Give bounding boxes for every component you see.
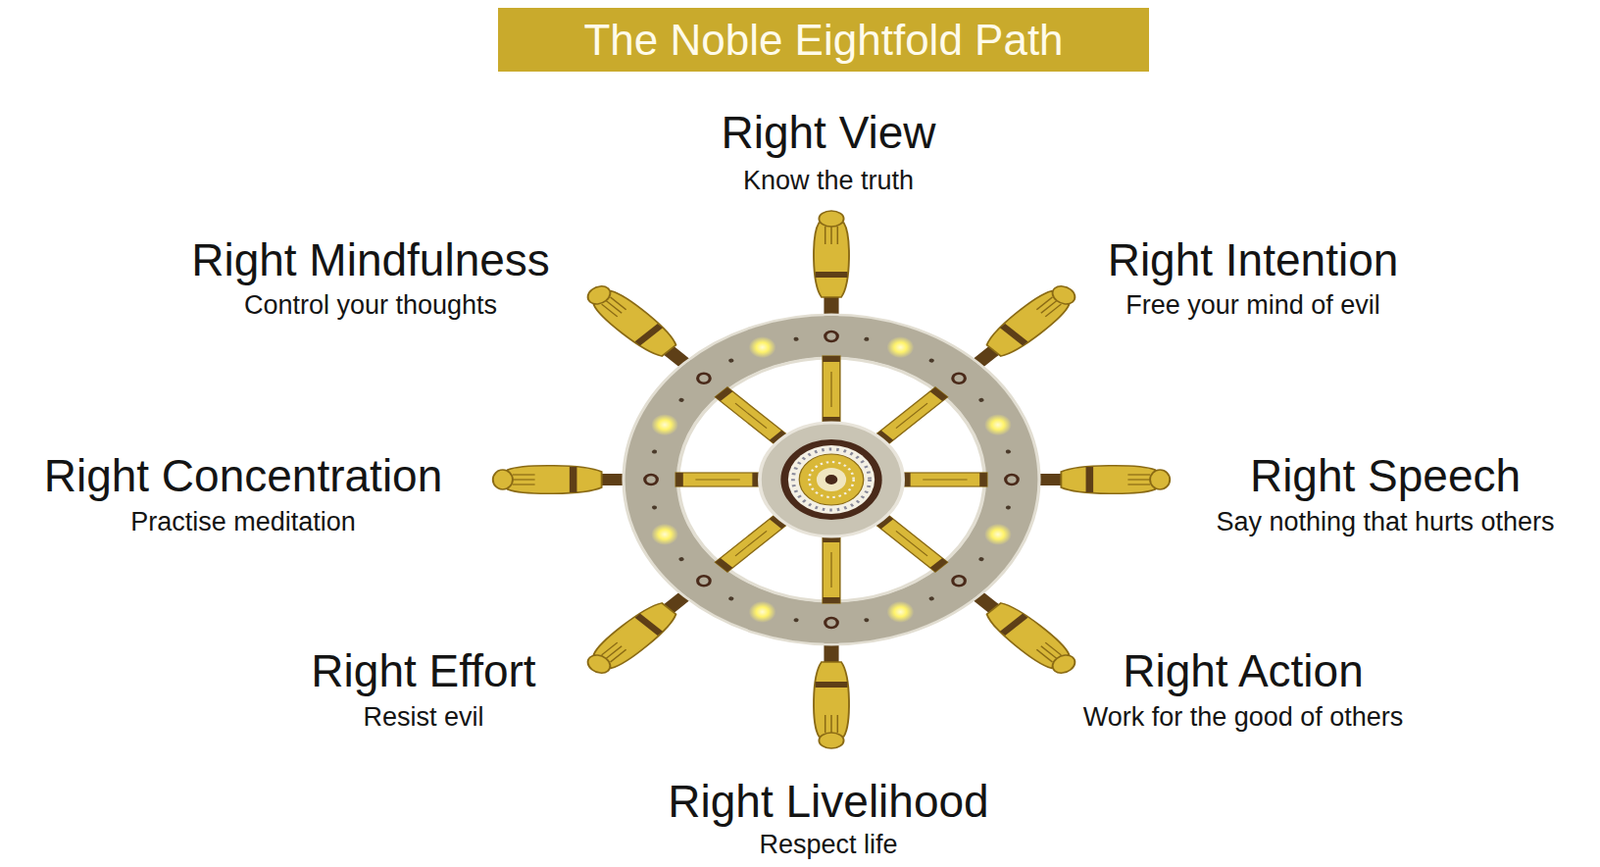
wheel-handle — [813, 642, 850, 749]
wheel-spoke — [715, 514, 788, 572]
wheel-handle — [963, 279, 1084, 375]
wheel-spoke — [902, 472, 988, 487]
path-factor-gloss: Practise meditation — [130, 507, 356, 538]
wheel-hub — [759, 422, 903, 537]
wheel-handle — [579, 584, 700, 680]
path-factor-gloss: Know the truth — [743, 166, 914, 197]
wheel-handles — [493, 210, 1170, 749]
wheel-handle — [813, 210, 850, 317]
path-factor-gloss: Respect life — [758, 830, 898, 860]
path-factor-name: Right Action — [1122, 646, 1363, 697]
path-factor-gloss: Work for the good of others — [1083, 702, 1404, 733]
path-factor-name: Right Livelihood — [667, 776, 989, 827]
wheel-spoke — [822, 536, 841, 603]
wheel-figure — [493, 210, 1170, 749]
wheel-spoke — [875, 387, 948, 445]
wheel-spokes — [675, 355, 988, 603]
path-factor-name: Right Mindfulness — [191, 235, 550, 286]
path-factor-name: Right Effort — [310, 646, 536, 697]
wheel-handle — [1036, 465, 1170, 495]
path-factor-gloss: Free your mind of evil — [1125, 291, 1381, 321]
wheel-spoke — [822, 355, 841, 423]
path-factor-name: Right Speech — [1250, 450, 1521, 501]
ring-lights — [647, 333, 1016, 627]
title-text: The Noble Eightfold Path — [583, 18, 1063, 62]
path-factor-gloss: Control your thoughts — [244, 291, 498, 321]
wheel-spoke — [875, 514, 948, 572]
path-factor-gloss: Resist evil — [362, 702, 484, 733]
wheel-handle — [493, 465, 627, 495]
wheel-handle — [963, 584, 1084, 680]
path-factor-gloss: Say nothing that hurts others — [1215, 507, 1554, 538]
wheel-spoke — [675, 472, 760, 487]
ring-dots — [651, 336, 1012, 622]
wheel-handle — [579, 279, 700, 375]
wheel-ring — [650, 336, 1012, 623]
wheel-spoke — [715, 387, 788, 445]
ring-edge — [623, 314, 1039, 645]
path-factor-name: Right View — [720, 107, 936, 158]
path-factor-name: Right Concentration — [44, 450, 444, 501]
path-factor-name: Right Intention — [1107, 235, 1400, 286]
title-band: The Noble Eightfold Path — [498, 7, 1150, 72]
ring-studs — [645, 331, 1019, 628]
